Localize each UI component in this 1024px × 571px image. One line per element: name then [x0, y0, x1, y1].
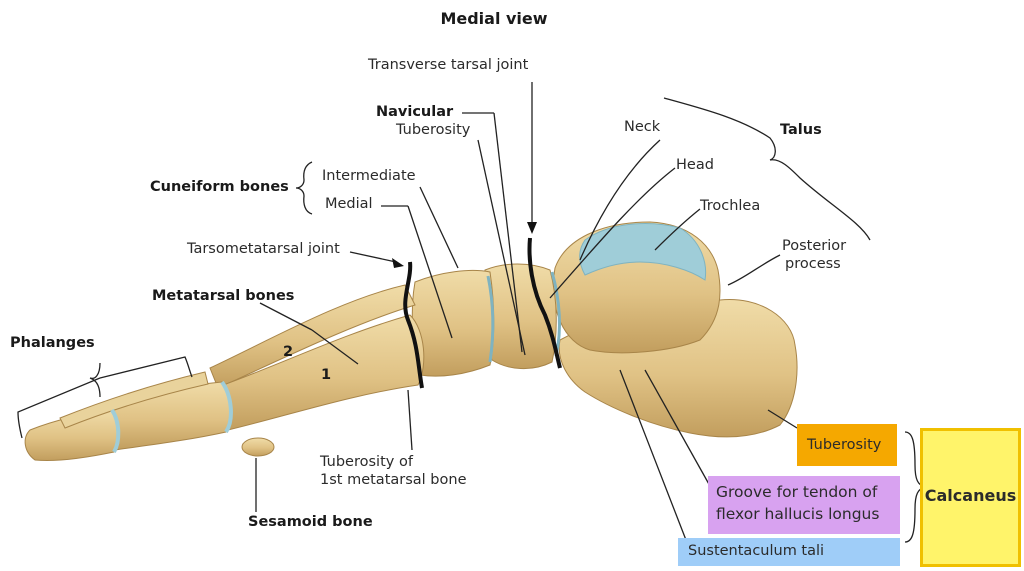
leader-lines [17, 82, 928, 543]
label-transverse-tarsal-joint: Transverse tarsal joint [368, 57, 529, 73]
label-digit-2: 2 [283, 344, 294, 360]
label-talus: Talus [780, 122, 822, 138]
label-trochlea: Trochlea [700, 198, 761, 214]
talonavicular-joint-line [550, 271, 561, 357]
box-groove-line2: flexor hallucis longus [716, 505, 880, 523]
box-groove-line1: Groove for tendon of [716, 483, 878, 501]
trochlea-cartilage [579, 223, 707, 281]
label-navicular-tuberosity: Tuberosity [396, 122, 471, 138]
sesamoid-bone-shape [241, 437, 275, 457]
label-digit-1: 1 [321, 367, 332, 383]
diagram-title: Medial view [440, 9, 548, 28]
box-calcaneus-text: Calcaneus [924, 486, 1017, 505]
mtp-joint-cartilage [220, 380, 233, 434]
lesser-toe-phalanges [59, 371, 209, 429]
box-tuberosity-calcaneus: Tuberosity [797, 424, 897, 466]
box-calcaneus: Calcaneus [920, 428, 1021, 567]
transverse-tarsal-joint-line [527, 237, 562, 369]
label-intermediate: Intermediate [322, 168, 416, 184]
label-cuneiform-bones: Cuneiform bones [150, 179, 289, 195]
label-head: Head [676, 157, 714, 173]
box-tuberosity-calcaneus-text: Tuberosity [807, 437, 882, 453]
label-medial-cuneiform: Medial [325, 196, 373, 212]
label-tarsometatarsal-joint: Tarsometatarsal joint [187, 241, 340, 257]
metatarsal-2 [209, 284, 416, 389]
cuneonavicular-joint-line [486, 275, 495, 363]
label-neck: Neck [624, 119, 661, 135]
box-groove-flexor-hallucis-longus: Groove for tendon of flexor hallucis lon… [708, 476, 900, 534]
cuneiform-bones [411, 269, 495, 377]
tarsometatarsal-joint-line [403, 261, 424, 389]
label-tuberosity-1st-metatarsal-line2: 1st metatarsal bone [320, 472, 467, 488]
label-metatarsal-bones: Metatarsal bones [152, 288, 295, 304]
label-sesamoid-bone: Sesamoid bone [248, 514, 373, 530]
box-sustentaculum-tali-text: Sustentaculum tali [688, 543, 825, 559]
ip-joint-cartilage [110, 408, 121, 454]
label-tuberosity-1st-metatarsal-line1: Tuberosity of [320, 454, 413, 470]
label-phalanges: Phalanges [10, 335, 95, 351]
label-navicular: Navicular [376, 104, 454, 120]
box-sustentaculum-tali: Sustentaculum tali [678, 538, 900, 566]
label-posterior-process-line1: Posterior [782, 238, 847, 254]
label-posterior-process-line2: process [785, 256, 841, 272]
